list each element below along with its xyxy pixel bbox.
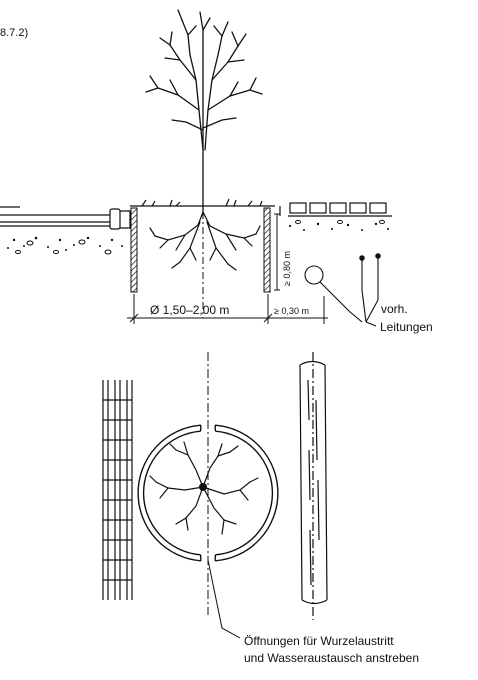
- right-trunk: [299, 352, 328, 620]
- tree-crown: [145, 9, 263, 213]
- ladder-structure: [102, 380, 133, 600]
- conduits-label-2: Leitungen: [380, 320, 433, 334]
- tree-roots: [149, 211, 261, 271]
- ground-surface: [0, 198, 275, 208]
- right-paving: [279, 202, 392, 217]
- conduits-label-1: vorh.: [381, 302, 408, 316]
- soil-right: [288, 222, 389, 231]
- pit-wall-left: [130, 207, 138, 293]
- pit-ring: [137, 424, 279, 562]
- width-dimension: [127, 294, 275, 324]
- trunk-core: [199, 483, 207, 491]
- clearance-dimension: [268, 296, 328, 324]
- pit-wall-right: [263, 207, 271, 293]
- left-pipe: [0, 208, 131, 230]
- depth-label: ≥ 0,80 m: [282, 251, 292, 286]
- soil-left: [7, 236, 123, 251]
- depth-dimension: [274, 213, 280, 291]
- plan-roots: [149, 441, 259, 535]
- diameter-label: Ø 1,50–2,00 m: [150, 303, 229, 317]
- section-view: ≥ 0,80 m Ø 1,50–2,00 m ≥ 0,30 m: [0, 9, 433, 334]
- openings-label-2: und Wasseraustausch anstreben: [244, 651, 419, 665]
- existing-conduits: [304, 253, 381, 327]
- figure-reference: 8.7.2): [0, 27, 28, 39]
- clearance-label: ≥ 0,30 m: [274, 306, 309, 316]
- openings-label-1: Öffnungen für Wurzelaustritt: [244, 634, 394, 648]
- plan-view: Öffnungen für Wurzelaustritt und Wassera…: [102, 352, 419, 665]
- openings-leader: [207, 559, 241, 639]
